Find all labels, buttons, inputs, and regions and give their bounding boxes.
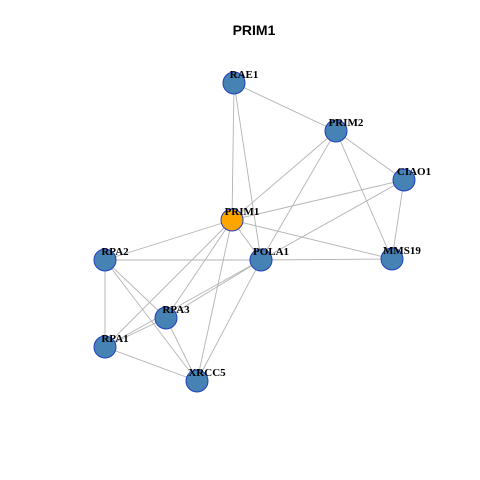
edge-prim2-prim1	[231, 130, 337, 221]
edge-ciao1-mms19	[391, 179, 405, 260]
node-prim2: PRIM2	[324, 117, 364, 143]
edge-pola1-rpa3	[165, 259, 262, 319]
node-pola1: POLA1	[249, 246, 289, 272]
edge-rpa2-rpa3	[104, 259, 167, 319]
edge-rpa1-xrcc5	[104, 346, 198, 382]
edge-prim1-rpa3	[165, 219, 233, 319]
node-circle-rae1	[222, 71, 246, 95]
node-label-xrcc5: XRCC5	[188, 367, 226, 379]
node-label-rae1: RAE1	[230, 69, 259, 81]
node-circle-pola1	[249, 248, 273, 272]
edge-prim2-ciao1	[335, 130, 405, 181]
edge-ciao1-pola1	[260, 179, 405, 261]
node-rae1: RAE1	[222, 69, 259, 95]
node-label-pola1: POLA1	[253, 246, 289, 258]
edge-rae1-pola1	[233, 82, 262, 261]
edge-rpa3-xrcc5	[165, 317, 198, 382]
node-circle-rpa1	[93, 335, 117, 359]
node-prim1: PRIM1	[220, 206, 260, 232]
diagram-title: PRIM1	[233, 22, 276, 38]
node-circle-rpa2	[93, 248, 117, 272]
edge-ciao1-prim1	[231, 179, 405, 221]
node-circle-prim1	[220, 208, 244, 232]
edge-prim1-rpa2	[104, 219, 233, 261]
edge-rpa2-xrcc5	[104, 259, 198, 382]
node-circle-mms19	[380, 247, 404, 271]
edges-layer	[104, 82, 405, 382]
edge-prim1-mms19	[231, 219, 393, 260]
node-xrcc5: XRCC5	[185, 367, 226, 393]
node-circle-ciao1	[392, 168, 416, 192]
node-circle-rpa3	[154, 306, 178, 330]
edge-pola1-xrcc5	[196, 259, 262, 382]
edge-pola1-rpa1	[104, 259, 262, 348]
edge-pola1-mms19	[260, 258, 393, 261]
edge-prim2-mms19	[335, 130, 393, 260]
node-label-prim1: PRIM1	[225, 206, 260, 218]
node-label-mms19: MMS19	[383, 245, 421, 257]
edge-prim1-rpa1	[104, 219, 233, 348]
node-rpa1: RPA1	[93, 333, 129, 359]
node-rpa3: RPA3	[154, 304, 190, 330]
node-rpa2: RPA2	[93, 246, 129, 272]
edge-prim2-pola1	[260, 130, 337, 261]
node-mms19: MMS19	[380, 245, 421, 271]
node-label-rpa1: RPA1	[101, 333, 128, 345]
edge-rae1-prim2	[233, 82, 337, 132]
node-circle-xrcc5	[185, 369, 209, 393]
node-ciao1: CIAO1	[392, 166, 431, 192]
node-label-rpa2: RPA2	[101, 246, 129, 258]
node-label-ciao1: CIAO1	[397, 166, 431, 178]
node-circle-prim2	[324, 119, 348, 143]
edge-prim1-xrcc5	[196, 219, 233, 382]
node-label-rpa3: RPA3	[162, 304, 190, 316]
edge-rae1-prim1	[231, 82, 235, 221]
node-label-prim2: PRIM2	[329, 117, 364, 129]
